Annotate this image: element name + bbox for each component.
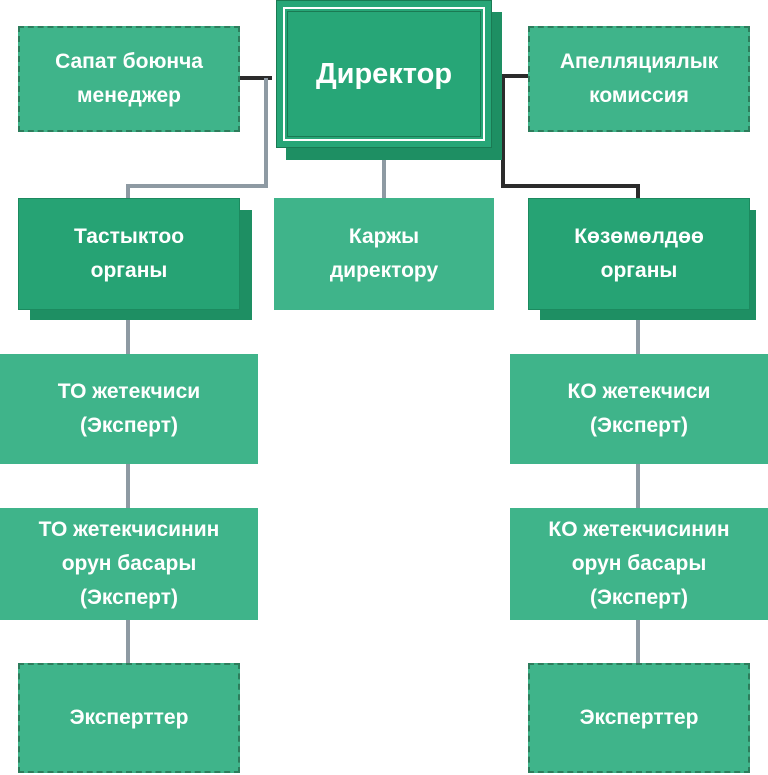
to-head-box: ТО жетекчиси (Эксперт) (0, 354, 258, 464)
to-experts-box: Эксперттер (18, 663, 240, 773)
to-deputy-label: ТО жетекчисинин орун басары (Эксперт) (38, 518, 220, 609)
quality-manager-box: Сапат боюнча менеджер (18, 26, 240, 132)
to-experts-label: Эксперттер (69, 706, 189, 729)
ko-deputy-box: КО жетекчисинин орун басары (Эксперт) (510, 508, 768, 620)
to-deputy-box: ТО жетекчисинин орун басары (Эксперт) (0, 508, 258, 620)
ko-deputy-label: КО жетекчисинин орун басары (Эксперт) (548, 518, 730, 609)
connector-director-to-supervision (501, 76, 640, 200)
appeals-commission-label: Апелляциялык комиссия (559, 50, 719, 107)
ko-experts-box: Эксперттер (528, 663, 750, 773)
director-label: Директор (315, 58, 453, 90)
approval-body-label: Тастыктоо органы (73, 225, 185, 282)
quality-manager-label: Сапат боюнча менеджер (55, 50, 203, 107)
director-box: Директор (276, 0, 492, 148)
connector-director-to-approval-body (126, 78, 268, 200)
to-head-label: ТО жетекчиси (Эксперт) (57, 380, 201, 437)
finance-director-label: Каржы директору (329, 225, 439, 282)
approval-body-box: Тастыктоо органы (18, 198, 240, 310)
ko-head-label: КО жетекчиси (Эксперт) (567, 380, 711, 437)
ko-experts-label: Эксперттер (579, 706, 699, 729)
supervision-body-label: Көзөмөлдөө органы (574, 225, 704, 282)
supervision-body-box: Көзөмөлдөө органы (528, 198, 750, 310)
finance-director-box: Каржы директору (274, 198, 494, 310)
ko-head-box: КО жетекчиси (Эксперт) (510, 354, 768, 464)
appeals-commission-box: Апелляциялык комиссия (528, 26, 750, 132)
